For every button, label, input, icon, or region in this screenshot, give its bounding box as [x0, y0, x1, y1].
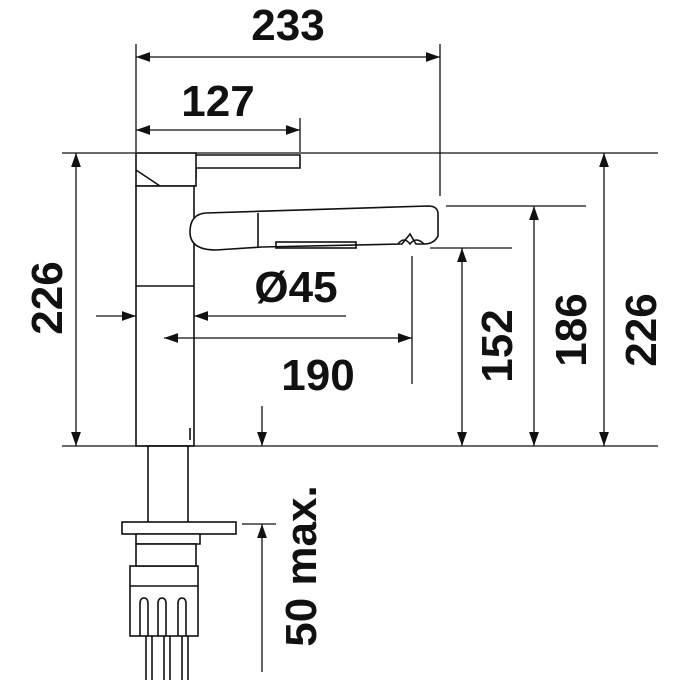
dimension-diameter-45: Ø45 [96, 263, 346, 321]
dim-label-233: 233 [251, 1, 324, 50]
faucet-outline [121, 152, 439, 680]
dim-label-diameter-45: Ø45 [254, 263, 337, 312]
dimension-186: 186 [529, 206, 596, 446]
faucet-cap [135, 152, 197, 187]
dim-label-50-max: 50 max. [277, 485, 326, 646]
dim-label-127: 127 [181, 77, 254, 126]
dimension-127: 127 [136, 77, 300, 135]
pull-out-spout [189, 205, 439, 251]
dim-label-190: 190 [281, 351, 354, 400]
dimension-226-left: 226 [23, 153, 81, 446]
dim-label-186: 186 [547, 293, 596, 366]
dimension-190: 190 [164, 333, 412, 400]
supply-hoses [145, 636, 189, 680]
dimension-152: 152 [457, 248, 522, 446]
mounting-plate [121, 521, 237, 535]
dimension-50-max: 50 max. [257, 406, 326, 672]
dimension-233: 233 [136, 1, 440, 62]
mounting-shank [147, 445, 189, 525]
dim-label-226-left: 226 [23, 261, 72, 334]
faucet-body [135, 185, 195, 447]
dim-label-152: 152 [473, 309, 522, 382]
dim-label-226-right: 226 [617, 293, 666, 366]
dimension-226-right: 226 [599, 153, 666, 446]
